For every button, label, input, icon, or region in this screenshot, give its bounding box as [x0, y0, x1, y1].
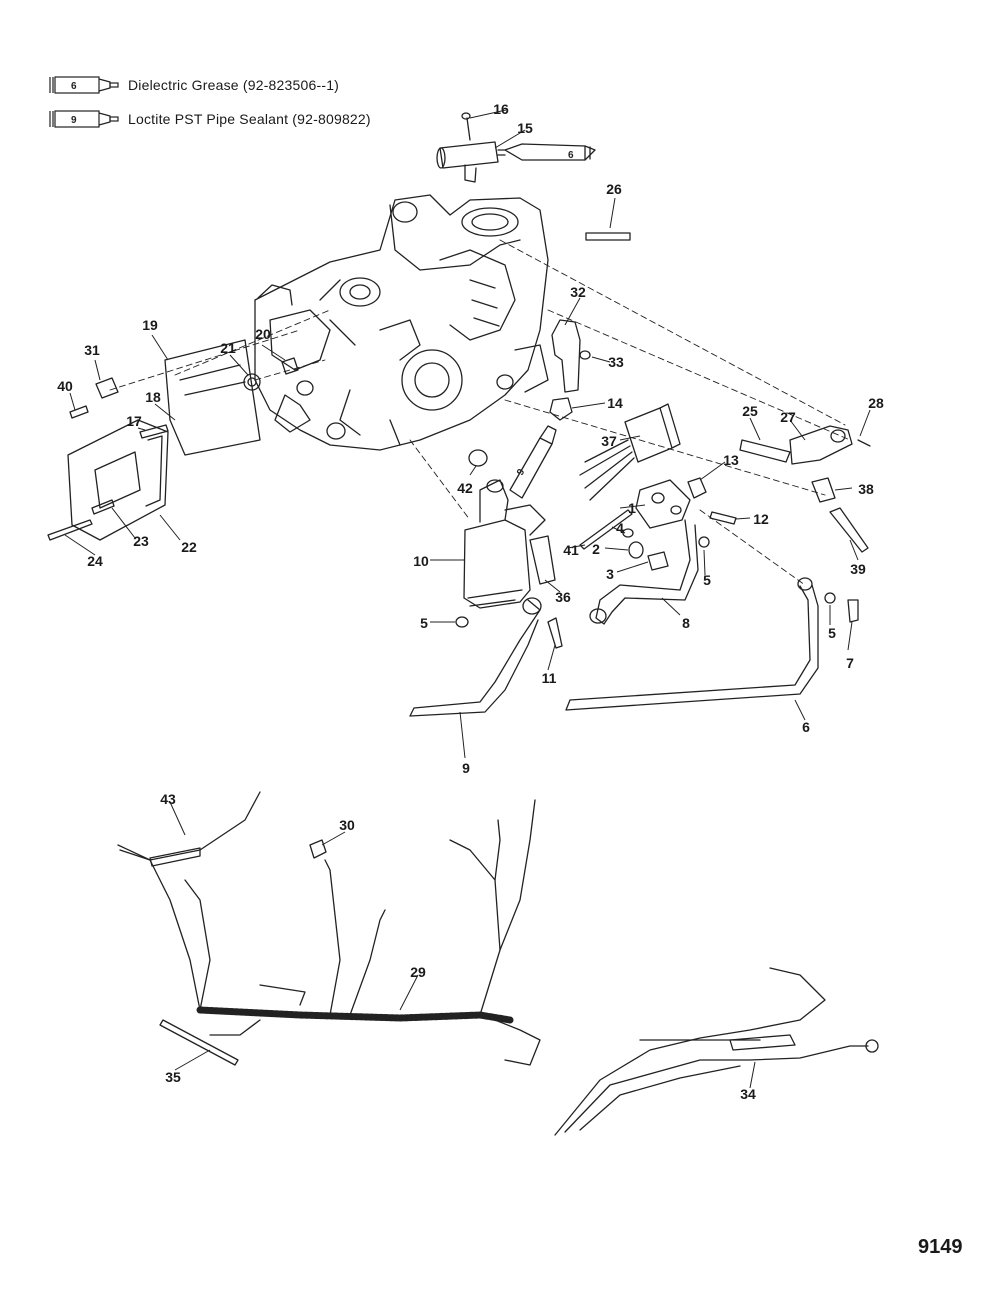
callout-24: 24 [87, 553, 103, 569]
callout-43: 43 [160, 791, 176, 807]
callout-22: 22 [181, 539, 197, 555]
callout-14: 14 [607, 395, 623, 411]
callout-39: 39 [850, 561, 866, 577]
tie-35 [159, 1019, 239, 1066]
callout-18: 18 [145, 389, 161, 405]
strip-26 [585, 232, 631, 241]
harness-34 [554, 967, 879, 1136]
engine-block [254, 194, 549, 451]
rectifier-37 [579, 403, 681, 501]
callout-13: 13 [723, 452, 739, 468]
callout-30: 30 [339, 817, 355, 833]
figure-number: 9149 [918, 1236, 963, 1258]
callout-37: 37 [601, 433, 617, 449]
legend-text-grease: Dielectric Grease (92-823506--1) [128, 77, 340, 93]
part-31 [95, 377, 119, 399]
callout-23: 23 [133, 533, 149, 549]
grease-tube-legend-icon: 6 [48, 74, 120, 96]
callout-26: 26 [606, 181, 622, 197]
cable-8 [595, 519, 699, 625]
svg-text:6: 6 [71, 81, 77, 92]
cable-9 [409, 599, 541, 717]
callout-41: 41 [563, 542, 579, 558]
callout-35: 35 [165, 1069, 181, 1085]
callout-19: 19 [142, 317, 158, 333]
grease-tube-label: 6 [568, 150, 574, 161]
legend-row-grease: 6 Dielectric Grease (92-823506--1) [48, 70, 339, 100]
callout-32: 32 [570, 284, 586, 300]
cable-6 [565, 584, 819, 711]
callout-21: 21 [220, 340, 236, 356]
callout-12: 12 [753, 511, 769, 527]
callout-9: 9 [462, 760, 470, 776]
solenoid-1 [635, 479, 691, 529]
callout-38: 38 [858, 481, 874, 497]
harness-29 [119, 799, 541, 1066]
callout-36: 36 [555, 589, 571, 605]
callout-2: 2 [592, 541, 600, 557]
callout-29: 29 [410, 964, 426, 980]
callout-31: 31 [84, 342, 100, 358]
callout-20: 20 [255, 326, 271, 342]
sealant-tube-icon [509, 425, 557, 499]
callout-8: 8 [682, 615, 690, 631]
legend-text-sealant: Loctite PST Pipe Sealant (92-809822) [128, 111, 371, 127]
callout-1: 1 [628, 500, 636, 516]
fitting-15 [436, 112, 499, 183]
callout-7: 7 [846, 655, 854, 671]
svg-text:9: 9 [71, 115, 77, 126]
plate-19 [164, 339, 261, 456]
callout-15: 15 [517, 120, 533, 136]
callout-17: 17 [126, 413, 142, 429]
callout-27: 27 [780, 409, 796, 425]
bolt-39 [829, 507, 869, 553]
sealant-tube-label: 9 [515, 467, 528, 478]
callout-16: 16 [493, 101, 509, 117]
bracket-38 [811, 477, 836, 503]
callout-40: 40 [57, 378, 73, 394]
callout-5: 5 [703, 572, 711, 588]
callout-34: 34 [740, 1086, 756, 1102]
clip-13 [687, 477, 707, 499]
callout-25: 25 [742, 403, 758, 419]
callout-6: 6 [802, 719, 810, 735]
legend-row-sealant: 9 Loctite PST Pipe Sealant (92-809822) [48, 104, 371, 134]
callout-33: 33 [608, 354, 624, 370]
callout-11: 11 [541, 670, 557, 686]
grease-tube-icon [497, 143, 596, 161]
ecu-module-22 [67, 419, 169, 541]
sealant-tube-legend-icon: 9 [48, 108, 120, 130]
callout-3: 3 [606, 566, 614, 582]
callout-42: 42 [457, 480, 473, 496]
callout-28: 28 [868, 395, 884, 411]
starter-10 [463, 479, 546, 609]
callout-10: 10 [413, 553, 429, 569]
callout-5: 5 [828, 625, 836, 641]
clip-14 [549, 397, 573, 421]
callout-5: 5 [420, 615, 428, 631]
callout-4: 4 [616, 520, 624, 536]
bracket-32 [551, 319, 581, 393]
sender-25-27 [739, 425, 871, 465]
